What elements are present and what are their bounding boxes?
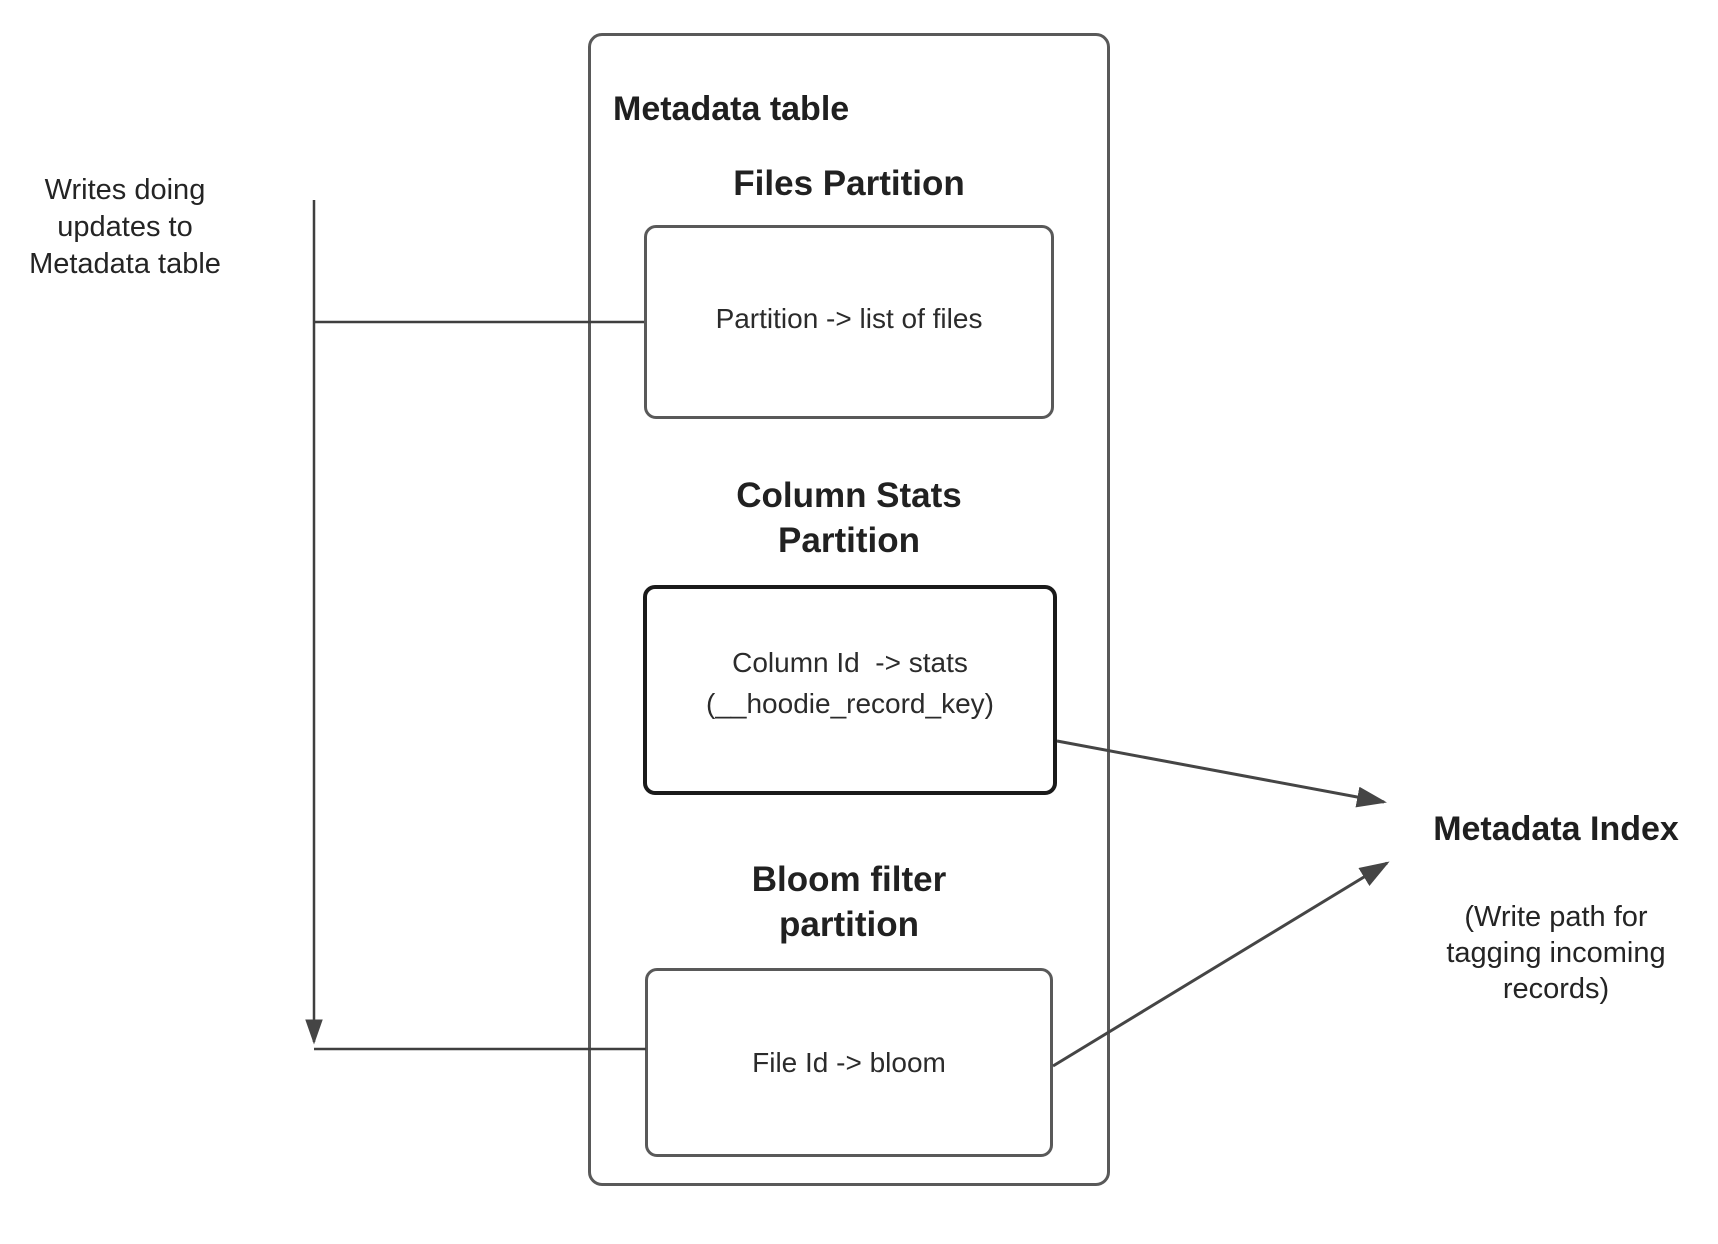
- bloom-filter-heading-line: partition: [779, 905, 919, 944]
- metadata-index-note-line: (Write path for: [1464, 901, 1648, 933]
- metadata-table-title: Metadata table: [613, 90, 850, 128]
- bloom-filter-partition-heading: Bloom filter partition: [588, 857, 1110, 947]
- metadata-index-note-line: tagging incoming: [1446, 937, 1666, 969]
- files-partition-body: Partition -> list of files: [715, 302, 983, 334]
- bloom-filter-heading-line: Bloom filter: [751, 860, 947, 899]
- files-partition-box: Partition -> list of files: [644, 225, 1054, 419]
- metadata-index-note: (Write path for tagging incoming records…: [1380, 899, 1718, 1007]
- writes-note: Writes doing updates to Metadata table: [0, 172, 250, 283]
- column-stats-body-line: Column Id -> stats: [732, 647, 968, 678]
- writes-note-line: Metadata table: [29, 248, 221, 280]
- bloom-filter-body: File Id -> bloom: [752, 1047, 946, 1078]
- metadata-table-container: [588, 33, 1110, 1186]
- writes-note-line: Writes doing: [44, 174, 206, 206]
- column-stats-partition-box: Column Id -> stats (__hoodie_record_key): [643, 585, 1057, 795]
- metadata-index-title: Metadata Index: [1433, 810, 1679, 848]
- column-stats-heading-line: Column Stats: [736, 476, 962, 515]
- column-stats-partition-heading: Column Stats Partition: [588, 473, 1110, 563]
- column-stats-heading-line: Partition: [778, 521, 920, 560]
- writes-note-line: updates to: [57, 211, 193, 243]
- column-stats-body-line: (__hoodie_record_key): [706, 688, 994, 719]
- metadata-index-note-line: records): [1502, 973, 1610, 1005]
- files-partition-heading-line: Files Partition: [733, 164, 965, 203]
- bloom-filter-partition-box: File Id -> bloom: [645, 968, 1053, 1157]
- files-partition-heading: Files Partition: [588, 161, 1110, 206]
